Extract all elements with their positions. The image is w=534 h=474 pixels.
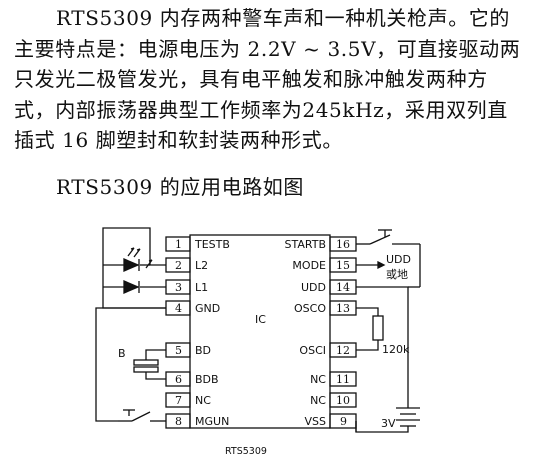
- pin-13-name: OSCO: [294, 302, 326, 315]
- pin-7-number: 7: [175, 394, 182, 407]
- led-2-icon: [123, 259, 153, 294]
- pin-6-number: 6: [175, 373, 182, 386]
- pin-2-name: L2: [195, 259, 208, 272]
- pin-8-number: 8: [175, 415, 182, 428]
- ic-body: [189, 234, 331, 429]
- pin-9-number: 9: [340, 415, 347, 428]
- trigger-switch: [95, 307, 166, 422]
- pin-12-number: 12: [336, 344, 350, 357]
- pin-4-name: GND: [195, 302, 220, 315]
- led-1-icon: [123, 247, 141, 272]
- mode-label-ground: 或地: [386, 268, 408, 281]
- pin-16-name: STARTB: [285, 238, 326, 251]
- pin-14-number: 14: [336, 281, 350, 294]
- pin-13-number: 13: [336, 302, 350, 315]
- buzzer-label: B: [118, 347, 126, 360]
- pin-14-name: UDD: [301, 281, 326, 294]
- start-switch: [356, 229, 420, 245]
- pin-15-name: MODE: [292, 259, 326, 272]
- pin-2-number: 2: [175, 259, 182, 272]
- pin-5-number: 5: [175, 344, 182, 357]
- circuit-caption: RTS5309 的应用电路如图: [56, 175, 305, 199]
- intro-paragraph: RTS5309 内存两种警车声和一种机关枪声。它的主要特点是：电源电压为 2.2…: [14, 6, 521, 152]
- pin-8-name: MGUN: [195, 415, 229, 428]
- pin-6-name: BDB: [195, 373, 219, 386]
- resistor-label: 120k: [382, 343, 410, 356]
- pin-11-name: NC: [310, 373, 326, 386]
- pin-1-number: 1: [175, 238, 182, 251]
- pin-16-number: 16: [336, 238, 350, 251]
- pin-11-number: 11: [336, 373, 350, 386]
- pin-10-number: 10: [336, 394, 350, 407]
- pin-7-name: NC: [195, 394, 211, 407]
- resistor-120k: 120k: [356, 307, 410, 356]
- ic-label: IC: [255, 313, 266, 326]
- pin-15-number: 15: [336, 259, 350, 272]
- pin-10-name: NC: [310, 394, 326, 407]
- pin-12-name: OSCI: [299, 344, 326, 357]
- pin-3-number: 3: [175, 281, 182, 294]
- mode-label-udd: UDD: [386, 253, 411, 266]
- pin-4-number: 4: [175, 302, 182, 315]
- buzzer: B: [118, 347, 166, 380]
- mode-connection: UDD 或地: [356, 253, 411, 281]
- power-rail: 3V: [355, 244, 421, 433]
- pin-1-name: TESTB: [194, 238, 230, 251]
- chip-name: RTS5309: [225, 446, 267, 457]
- led-network: [102, 227, 166, 309]
- pin-3-name: L1: [195, 281, 208, 294]
- battery-label: 3V: [381, 417, 396, 430]
- pin-9-name: VSS: [305, 415, 327, 428]
- pin-5-name: BD: [195, 344, 211, 357]
